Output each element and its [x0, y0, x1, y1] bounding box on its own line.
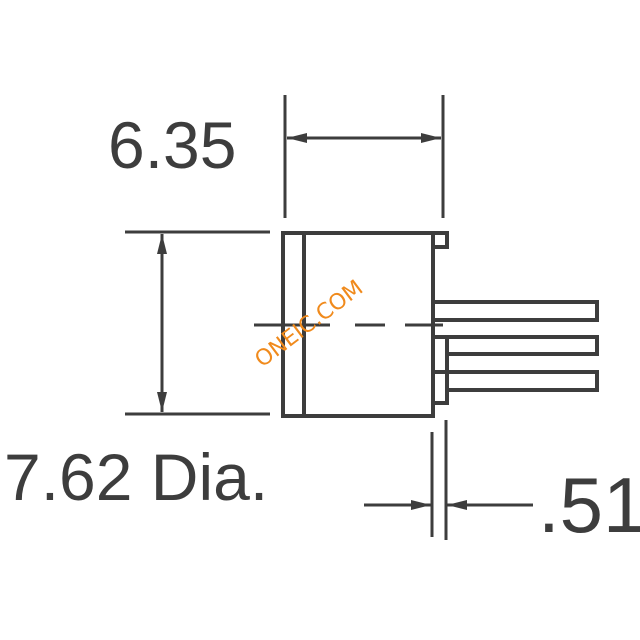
width-dimension	[283, 95, 445, 218]
width-label: 6.35	[108, 108, 236, 182]
diameter-dimension	[125, 230, 270, 416]
pin-dimension	[364, 420, 533, 540]
diameter-label: 7.62 Dia.	[4, 440, 268, 514]
pin-label: .51	[538, 461, 640, 549]
pins	[431, 300, 599, 392]
